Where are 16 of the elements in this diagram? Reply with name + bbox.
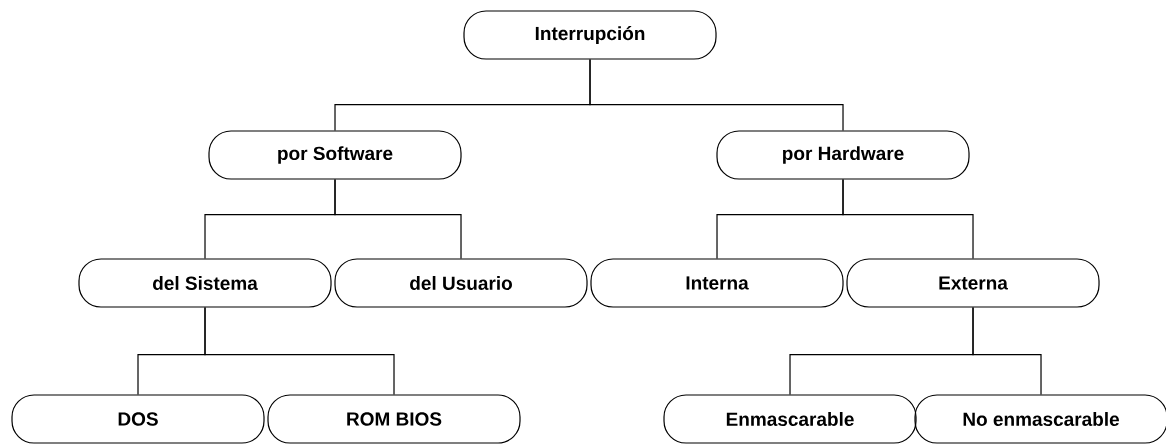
rounded-box: Interrupción	[463, 10, 717, 60]
rounded-box: por Hardware	[716, 130, 970, 180]
rounded-box: del Sistema	[78, 258, 332, 308]
rounded-box: No enmascarable	[914, 394, 1166, 444]
rounded-box: Interna	[590, 258, 844, 308]
rounded-box: Enmascarable	[663, 394, 917, 444]
rounded-box: DOS	[11, 394, 265, 444]
rounded-box: por Software	[208, 130, 462, 180]
connector-line	[204, 307, 395, 395]
rounded-box: del Usuario	[334, 258, 588, 308]
connector-line	[334, 179, 462, 259]
rounded-box: Externa	[846, 258, 1100, 308]
connector-line	[972, 307, 1042, 395]
connector-line	[589, 59, 844, 131]
rounded-box: ROM BIOS	[267, 394, 521, 444]
connector-line	[842, 179, 974, 259]
